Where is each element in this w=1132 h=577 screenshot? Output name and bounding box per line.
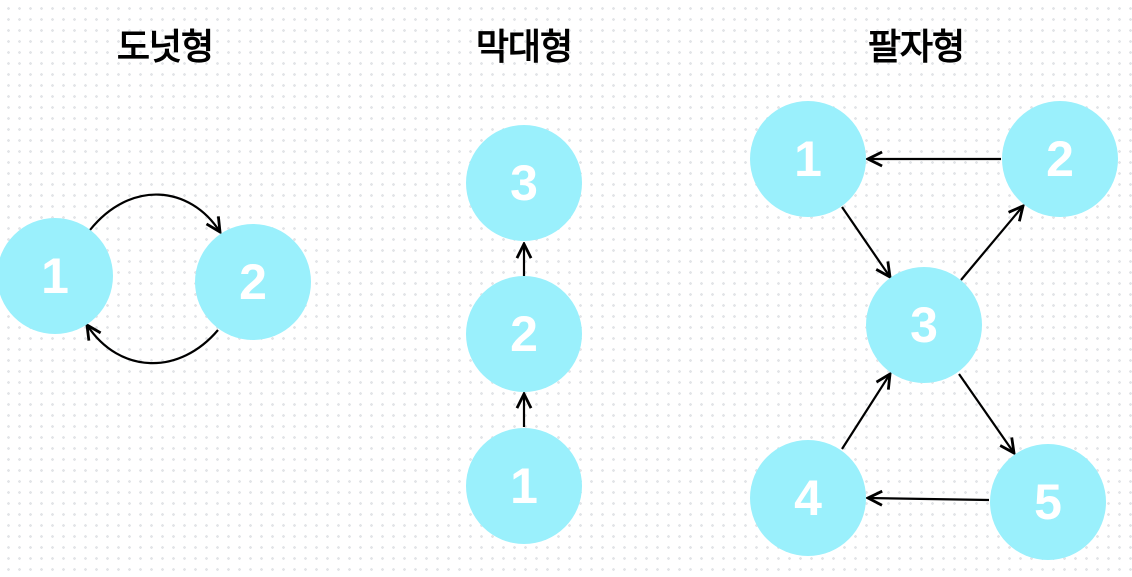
- edge-f8-1-3: [841, 206, 890, 277]
- bar-node-2: 2: [466, 276, 582, 392]
- f8-node-5: 5: [990, 444, 1106, 560]
- bar-node-1: 1: [466, 428, 582, 544]
- edge-f8-5-4: [868, 498, 990, 500]
- bar-node-3: 3: [466, 125, 582, 241]
- title-figure-eight: 팔자형: [867, 27, 965, 68]
- f8-node-3: 3: [866, 267, 982, 383]
- donut-node-2: 2: [195, 224, 311, 340]
- edge-f8-3-5: [958, 373, 1014, 453]
- f8-node-1: 1: [750, 101, 866, 217]
- edge-f8-4-3: [841, 374, 890, 450]
- edge-donut-1-2: [89, 193, 220, 232]
- title-donut: 도넛형: [116, 27, 214, 68]
- f8-node-4: 4: [750, 440, 866, 556]
- f8-node-2: 2: [1002, 101, 1118, 217]
- title-bar: 막대형: [475, 27, 573, 68]
- edge-donut-2-1: [87, 325, 219, 365]
- donut-node-1: 1: [0, 218, 113, 334]
- edge-f8-3-2: [960, 206, 1023, 281]
